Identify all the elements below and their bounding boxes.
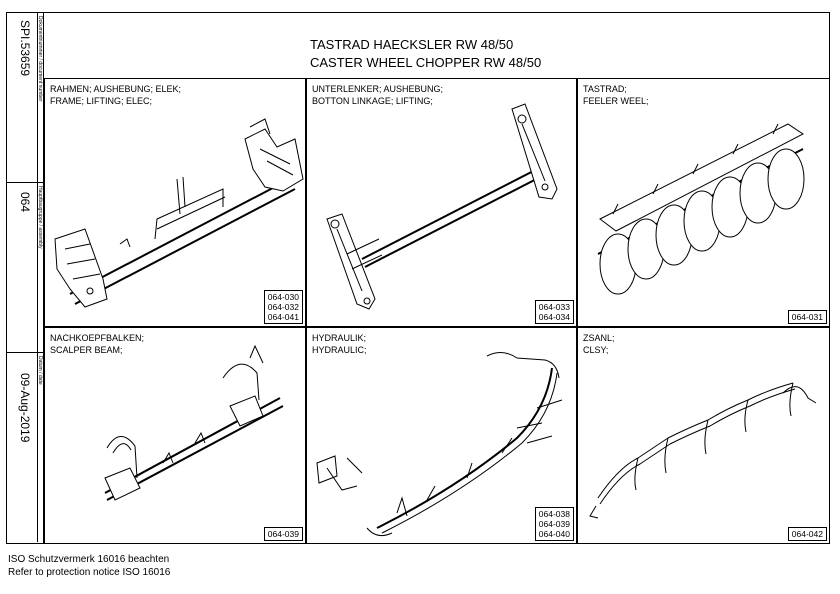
part-number[interactable]: 064-033 — [538, 302, 570, 312]
feeler-wheel-drawing — [597, 123, 805, 295]
part-number[interactable]: 064-042 — [791, 529, 823, 539]
part-number-box: 064-033 064-034 — [534, 300, 574, 324]
part-number[interactable]: 064-038 — [538, 509, 570, 519]
part-number[interactable]: 064-041 — [267, 312, 299, 322]
assembly-cell-frame[interactable]: RAHMEN; AUSHEBUNG; ELEK; FRAME; LIFTING;… — [44, 78, 306, 327]
part-number-box: 064-039 — [263, 527, 303, 541]
cell-label: NACHKOEPFBALKEN; SCALPER BEAM; — [50, 333, 145, 355]
part-number-box: 064-031 — [787, 310, 827, 324]
sidebar-divider — [37, 12, 38, 542]
part-number[interactable]: 064-034 — [538, 312, 570, 322]
protection-notice: ISO Schutzvermerk 16016 beachten Refer t… — [8, 553, 170, 579]
part-number[interactable]: 064-040 — [538, 529, 570, 539]
part-number[interactable]: 064-030 — [267, 292, 299, 302]
assembly-cell-feeler-wheel[interactable]: TASTRAD; FEELER WEEL; 064-031 — [577, 78, 830, 327]
page-title: TASTRAD HAECKSLER RW 48/50 CASTER WHEEL … — [310, 36, 541, 72]
part-number-box: 064-038 064-039 064-040 — [534, 507, 574, 541]
hydraulic-drawing — [316, 352, 563, 537]
assembly-number: 064 — [18, 192, 32, 213]
part-number-box: 064-030 064-032 064-041 — [263, 290, 303, 324]
clsy-drawing — [589, 382, 817, 519]
assembly-cell-clsy[interactable]: ZSANL; CLSY; 064-042 — [577, 327, 830, 544]
assembly-cell-scalper-beam[interactable]: NACHKOEPFBALKEN; SCALPER BEAM; 064-039 — [44, 327, 306, 544]
part-number-box: 064-042 — [787, 527, 827, 541]
scalper-beam-drawing — [104, 344, 284, 501]
cell-label: HYDRAULIK; HYDRAULIC; — [312, 333, 367, 355]
frame-drawing — [54, 118, 304, 308]
document-number-label: Dokumentnummer / document number — [37, 16, 43, 102]
sidebar: SPI.53659 Dokumentnummer / document numb… — [6, 12, 44, 544]
assembly-cell-hydraulic[interactable]: HYDRAULIK; HYDRAULIC; 064-038 064-039 06… — [306, 327, 577, 544]
cell-label: ZSANL; CLSY; — [583, 333, 615, 355]
sidebar-separator — [6, 352, 44, 353]
cell-label: RAHMEN; AUSHEBUNG; ELEK; FRAME; LIFTING;… — [50, 84, 182, 106]
date-value: 09-Aug-2019 — [18, 373, 32, 443]
title-line-en: CASTER WHEEL CHOPPER RW 48/50 — [310, 55, 542, 70]
date-label: Datum / date — [37, 356, 43, 385]
cell-label: TASTRAD; FEELER WEEL; — [583, 84, 649, 106]
assembly-label: Hauptbaugruppe / assembly — [37, 186, 43, 249]
sidebar-separator — [6, 182, 44, 183]
part-number[interactable]: 064-039 — [538, 519, 570, 529]
part-number[interactable]: 064-032 — [267, 302, 299, 312]
title-line-de: TASTRAD HAECKSLER RW 48/50 — [310, 37, 514, 52]
document-number: SPI.53659 — [18, 20, 32, 77]
part-number[interactable]: 064-039 — [267, 529, 299, 539]
assembly-cell-bottom-linkage[interactable]: UNTERLENKER; AUSHEBUNG; BOTTON LINKAGE; … — [306, 78, 577, 327]
cell-label: UNTERLENKER; AUSHEBUNG; BOTTON LINKAGE; … — [312, 84, 444, 106]
protection-notice-en: Refer to protection notice ISO 16016 — [8, 567, 171, 578]
part-number[interactable]: 064-031 — [791, 312, 823, 322]
bottom-linkage-drawing — [326, 103, 558, 310]
protection-notice-de: ISO Schutzvermerk 16016 beachten — [8, 554, 170, 565]
